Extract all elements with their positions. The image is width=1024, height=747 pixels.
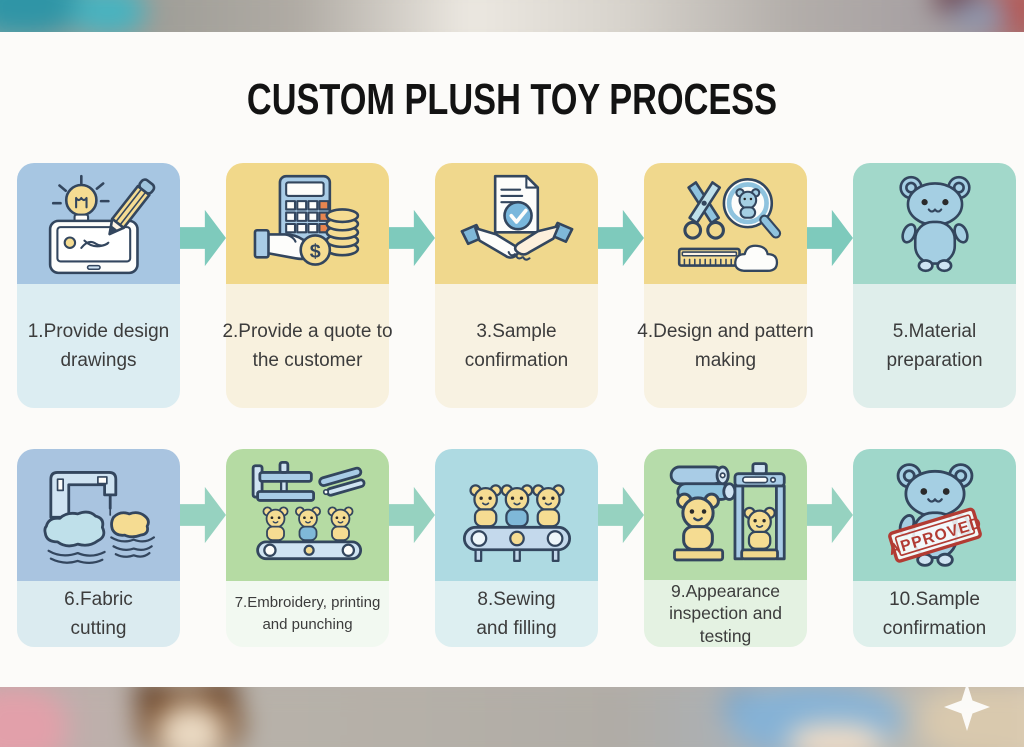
step-label: 6.Fabric cutting	[17, 581, 180, 647]
step-label-line: 3.Sample	[476, 320, 557, 342]
design-drawings-icon	[17, 163, 180, 284]
page-title: CUSTOM PLUSH TOY PROCESS	[246, 75, 778, 124]
blue-plush-face	[788, 724, 883, 747]
flow-arrow-icon	[180, 209, 226, 267]
arrow-slot	[807, 449, 853, 647]
flow-arrow-icon	[807, 209, 853, 267]
step-label-line: testing	[699, 625, 752, 646]
content-panel: CUSTOM PLUSH TOY PROCESS 1.Provide desig…	[0, 32, 1024, 687]
step-label-line: 10.Sample	[889, 588, 980, 610]
process-row-1: 1.Provide design drawings $2.Provide a qu…	[17, 163, 1016, 408]
step-label-line: 8.Sewing	[477, 588, 556, 610]
sewing-machine-icon	[17, 449, 180, 581]
flow-arrow-icon	[389, 209, 435, 267]
step-label: 4.Design and pattern making	[637, 284, 814, 408]
step-label: 2.Provide a quote to the customer	[222, 284, 393, 408]
step-card-3: 3.Sample confirmation	[435, 163, 598, 408]
step-label: 10.Sample confirmation	[853, 581, 1016, 647]
step-card-10: APPROVED 10.Sample confirmation	[853, 449, 1016, 647]
sparkle-icon	[944, 683, 990, 731]
step-card-6: 6.Fabric cutting	[17, 449, 180, 647]
step-label: 1.Provide design drawings	[17, 284, 180, 408]
monkey-plush-face	[156, 704, 226, 747]
arrow-slot	[807, 163, 853, 408]
step-label: 7.Embroidery, printing and punching	[226, 581, 389, 647]
step-card-2: $2.Provide a quote to the customer	[222, 163, 393, 408]
flow-arrow-icon	[180, 486, 226, 544]
approved-bear-icon: APPROVED	[853, 449, 1016, 581]
step-label-line: 9.Appearance	[671, 580, 780, 601]
step-card-4: 4.Design and pattern making	[637, 163, 814, 408]
conveyor-bears-icon	[435, 449, 598, 581]
flow-arrow-icon	[598, 209, 644, 267]
step-label-line: inspection and	[669, 603, 782, 624]
quote-calculator-icon: $	[226, 163, 389, 284]
embroidery-machines-icon	[226, 449, 389, 581]
step-label-line: and punching	[262, 616, 353, 633]
step-label-line: 5.Material	[892, 320, 977, 342]
step-label-line: preparation	[886, 350, 983, 371]
step-card-1: 1.Provide design drawings	[17, 163, 180, 408]
step-label-line: 4.Design and pattern	[637, 320, 814, 342]
step-label-line: the customer	[252, 350, 363, 371]
arrow-slot	[180, 449, 226, 647]
step-label-line: 6.Fabric	[64, 588, 133, 610]
step-label-line: and filling	[476, 618, 557, 639]
step-card-8: 8.Sewing and filling	[435, 449, 598, 647]
step-card-7: 7.Embroidery, printing and punching	[226, 449, 389, 647]
dollar-symbol: $	[309, 240, 320, 262]
step-label: 5.Material preparation	[853, 284, 1016, 408]
flow-arrow-icon	[598, 486, 644, 544]
blurred-teal-toy-2	[71, 0, 146, 36]
arrow-slot	[180, 163, 226, 408]
arrow-slot	[389, 163, 435, 408]
process-row-2: 6.Fabric cutting 7.Embroidery, printing an…	[17, 449, 1016, 647]
inspection-gate-icon	[644, 449, 807, 580]
step-label-line: confirmation	[882, 618, 987, 639]
blurred-beige-shape	[920, 688, 1024, 747]
blurred-lavender-shape	[951, 0, 1009, 32]
step-label-line: making	[694, 350, 757, 371]
flow-arrow-icon	[389, 486, 435, 544]
arrow-slot	[598, 449, 644, 647]
step-label-line: 1.Provide design	[27, 320, 170, 342]
step-label-line: drawings	[60, 350, 137, 371]
step-label-line: 7.Embroidery, printing	[234, 593, 381, 611]
arrow-slot	[598, 163, 644, 408]
scissors-magnifier-icon	[644, 163, 807, 284]
step-label-line: confirmation	[464, 350, 569, 371]
step-label: 3.Sample confirmation	[435, 284, 598, 408]
step-label-line: cutting	[70, 618, 127, 639]
step-label-line: 2.Provide a quote to	[222, 320, 393, 342]
handshake-document-icon	[435, 163, 598, 284]
flow-arrow-icon	[807, 486, 853, 544]
arrow-slot	[389, 449, 435, 647]
teddy-bear-icon	[853, 163, 1016, 284]
step-card-5: 5.Material preparation	[853, 163, 1016, 408]
step-label: 8.Sewing and filling	[435, 581, 598, 647]
